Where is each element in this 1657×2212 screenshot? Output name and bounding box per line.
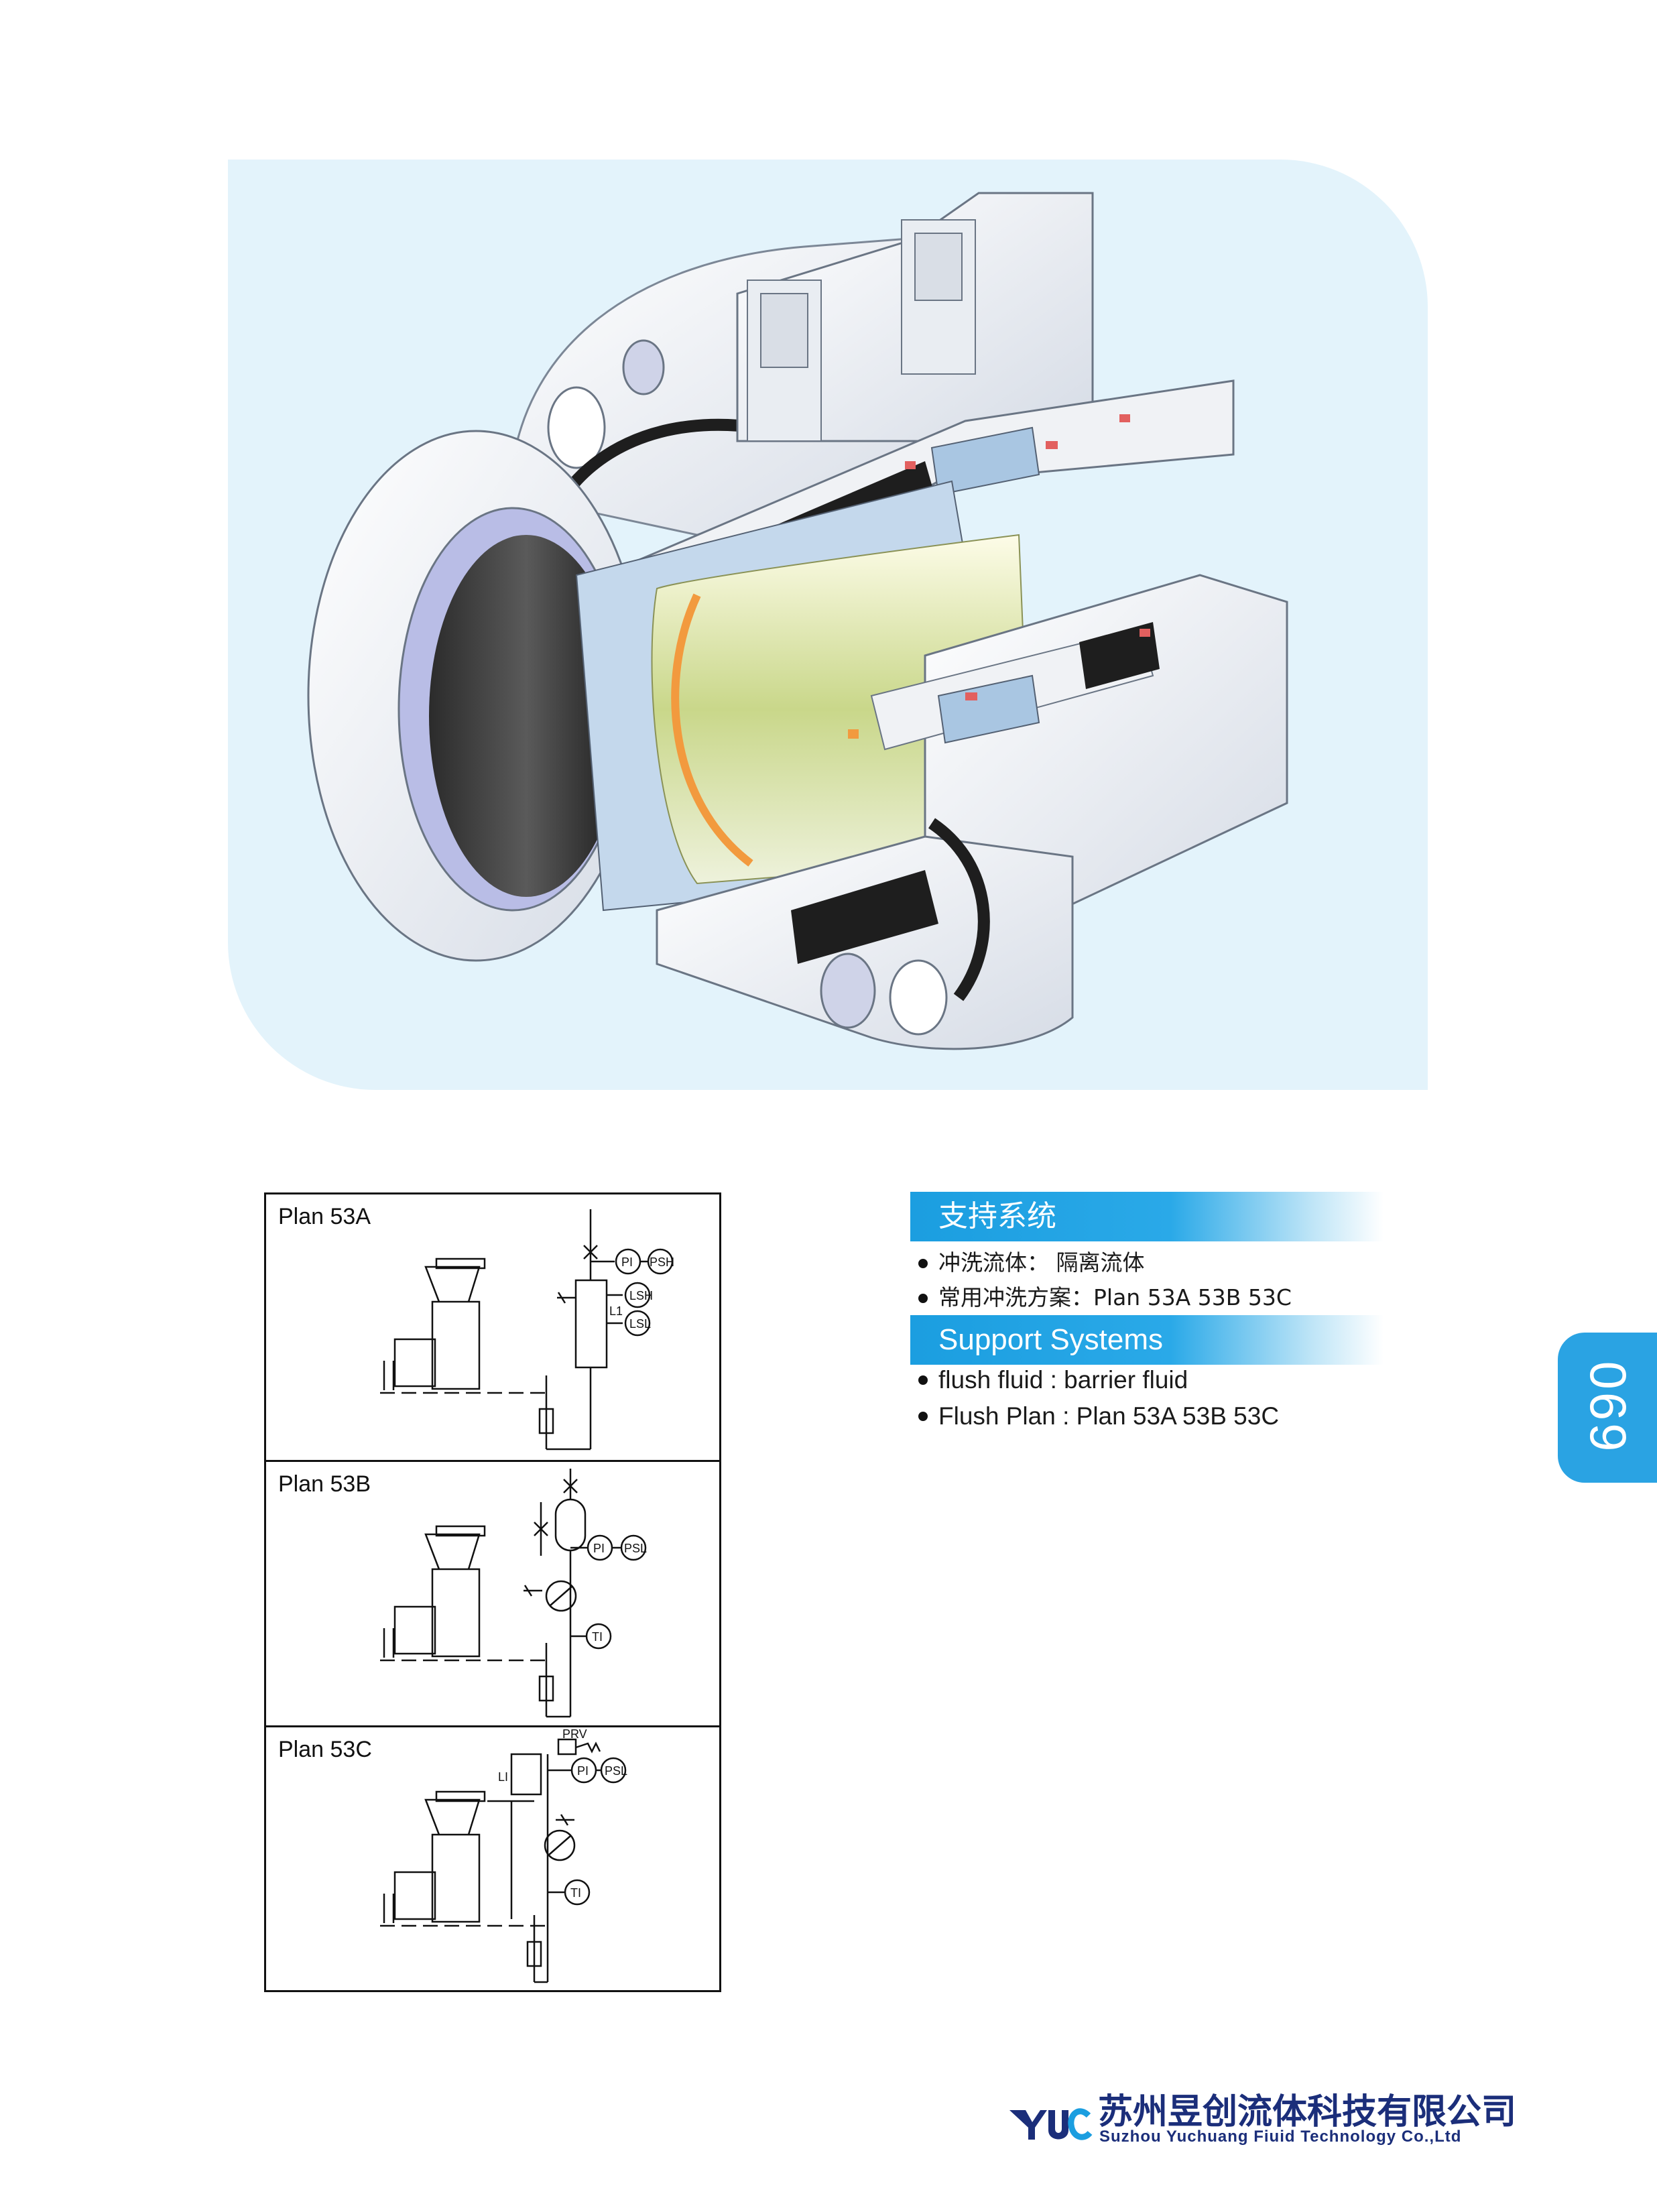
- plan-53b-psl-tag: PSL: [624, 1542, 647, 1555]
- plan-53b-panel: Plan 53B PI PSL TI: [266, 1460, 719, 1725]
- plan-53a-pi-tag: PI: [621, 1255, 633, 1269]
- company-name-en: Suzhou Yuchuang Fiuid Technology Co.,Ltd: [1099, 2128, 1462, 2146]
- plan-53c-pi-tag: PI: [577, 1764, 589, 1778]
- plan-53b-ti-tag: TI: [592, 1630, 603, 1644]
- plan-53c-psl-tag: PSL: [605, 1764, 627, 1778]
- plan-53c-panel: Plan 53C PRV LI PI PSL: [266, 1725, 719, 1990]
- plan-53a-title: Plan 53A: [278, 1204, 371, 1229]
- page-number-tab: 069: [1558, 1333, 1657, 1483]
- company-name-cn: 苏州昱创流体科技有限公司: [1098, 2091, 1517, 2132]
- support-item-cn: 常用冲洗方案：Plan 53A 53B 53C: [916, 1280, 1292, 1315]
- support-list-en: flush fluid : barrier fluid Flush Plan :…: [916, 1362, 1279, 1434]
- page-number: 069: [1579, 1361, 1636, 1455]
- support-item-en: Flush Plan : Plan 53A 53B 53C: [916, 1398, 1279, 1434]
- plan-53c-prv-tag: PRV: [562, 1727, 587, 1741]
- plan-53c-li-tag: LI: [498, 1770, 508, 1784]
- support-list-cn: 冲洗流体： 隔离流体 常用冲洗方案：Plan 53A 53B 53C: [916, 1245, 1292, 1315]
- plan-53a-l1-tag: L1: [609, 1304, 623, 1318]
- company-footer: 苏州昱创流体科技有限公司 Suzhou Yuchuang Fiuid Techn…: [1005, 2083, 1516, 2157]
- support-heading-en: Support Systems: [910, 1315, 1384, 1365]
- support-heading-cn: 支持系统: [910, 1192, 1384, 1241]
- plan-53a-lsh-tag: LSH: [629, 1289, 653, 1302]
- yuc-logo-icon: [1009, 2108, 1093, 2140]
- hero-panel: [228, 160, 1428, 1090]
- plan-53b-diagram: PI PSL TI: [380, 1469, 647, 1718]
- plan-53a-diagram: PI PSH LSH LSL L1: [380, 1209, 674, 1451]
- support-item-en: flush fluid : barrier fluid: [916, 1362, 1279, 1398]
- support-item-cn: 冲洗流体： 隔离流体: [916, 1245, 1292, 1280]
- mechanical-seal-illustration: [307, 192, 1288, 1050]
- plan-53a-psh-tag: PSH: [650, 1255, 674, 1269]
- plan-53c-ti-tag: TI: [570, 1886, 581, 1900]
- plan-53a-lsl-tag: LSL: [629, 1317, 651, 1331]
- plan-53b-pi-tag: PI: [593, 1542, 605, 1555]
- plan-53b-title: Plan 53B: [278, 1471, 371, 1497]
- plan-53c-diagram: PRV LI PI PSL TI: [380, 1727, 627, 1983]
- flush-plans-table: Plan 53A PI PSH LSH LSL L: [264, 1192, 721, 1992]
- plan-53c-title: Plan 53C: [278, 1737, 372, 1762]
- plan-53a-panel: Plan 53A PI PSH LSH LSL L: [266, 1194, 719, 1460]
